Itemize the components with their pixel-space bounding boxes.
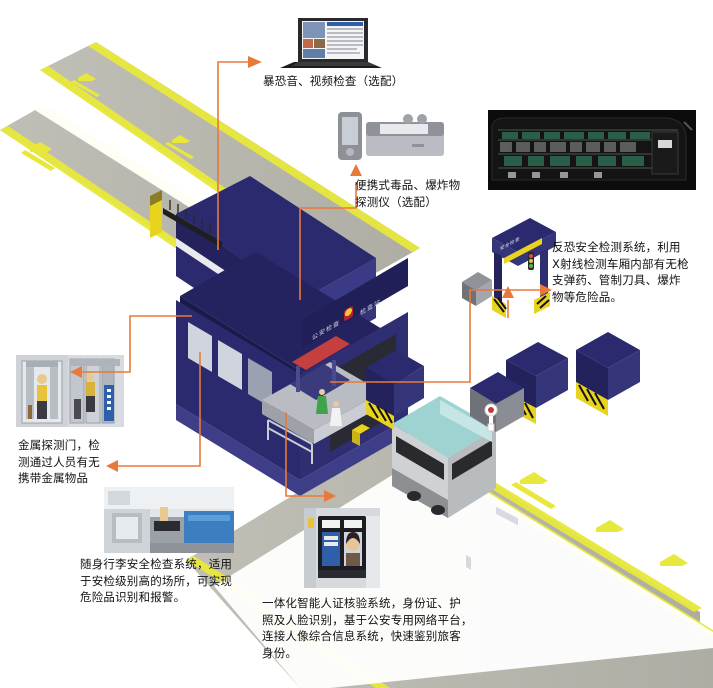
portable-detector-photo [336, 104, 448, 168]
coach-bus [392, 396, 496, 518]
arrow-head-laptop [248, 56, 262, 68]
truck-dark-blue-c [576, 332, 640, 416]
arrow-head-baggage [106, 460, 118, 472]
person-passenger-white [330, 401, 342, 426]
metal-detector-gate-photo-b [68, 355, 124, 427]
person-inspector-green [316, 389, 328, 414]
caption-id-face-verify: 一体化智能人证核验系统，身份证、护 照及人脸识别，基于公安专用网络平台， 连接人… [262, 596, 473, 661]
arrow-head-detector [350, 164, 362, 176]
arrow-head-xray [540, 284, 552, 296]
caption-xray-vehicle: 反恐安全检测系统，利用 X射线检测车厢内部有无枪 支弹药、管制刀具、爆炸 物等危… [552, 240, 689, 305]
xray-bus-scan-photo [488, 110, 696, 190]
caption-drug-explosive: 便携式毒品、爆炸物 探测仪（选配） [355, 178, 461, 209]
caption-baggage-scanner: 随身行李安全检查系统，适用 于安检级别高的场所，可实现 危险品识别和报警。 [80, 557, 233, 605]
face-verification-photo [304, 508, 380, 588]
yellow-bin [352, 424, 370, 434]
person-officer-red [484, 403, 498, 432]
laptop-analysis-photo [272, 8, 388, 70]
arrow-head-gantry [502, 286, 514, 298]
baggage-check-room-photo [104, 487, 234, 553]
arrow-head-face [324, 490, 336, 502]
metal-detector-gate-photo-a [16, 355, 68, 427]
arrow-head-metal [70, 366, 82, 378]
truck-dark-blue-a [366, 350, 424, 430]
caption-metal-detector: 金属探测门，检 测通过人员有无 携带金属物品 [18, 438, 100, 486]
queue-barrier [267, 419, 313, 464]
caption-audio-video: 暴恐音、视频检查（选配） [263, 74, 404, 88]
